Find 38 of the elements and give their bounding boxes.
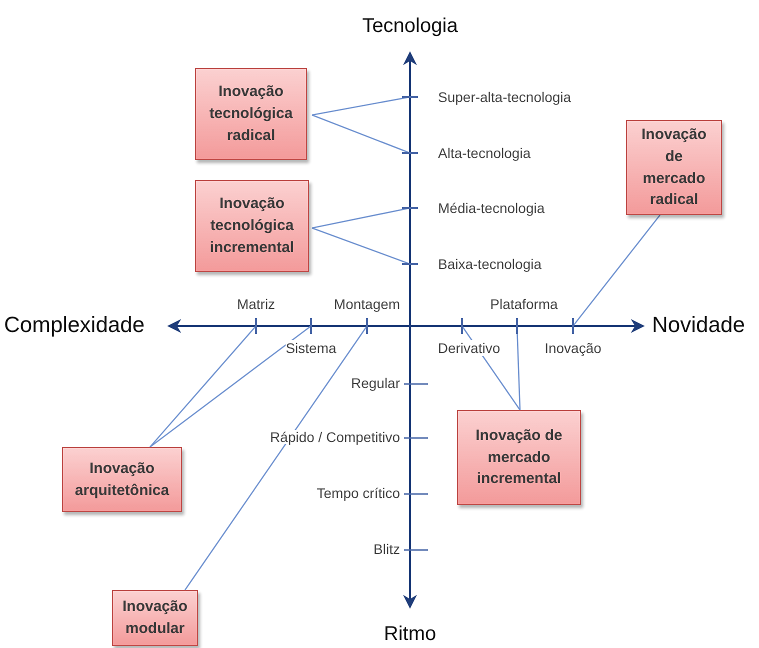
- tick-mark: [255, 318, 257, 334]
- innovation-box: Inovação de mercado incremental: [457, 410, 581, 505]
- tick-mark: [402, 207, 418, 209]
- axis-title: Tecnologia: [362, 16, 458, 36]
- tick-label: Regular: [350, 376, 400, 390]
- tick-mark: [461, 318, 463, 334]
- leader-line: [150, 326, 256, 448]
- tick-mark: [366, 318, 368, 334]
- leader-line: [572, 214, 661, 326]
- leader-line: [150, 325, 312, 448]
- leader-line: [312, 114, 410, 154]
- tick-label: Sistema: [286, 340, 336, 356]
- tick-label: Média-tecnologia: [438, 200, 545, 216]
- tick-mark: [516, 318, 518, 334]
- innovation-box: Inovação modular: [112, 590, 198, 646]
- innovation-box: Inovação de mercado radical: [626, 120, 722, 215]
- tick-label: Derivativo: [438, 340, 500, 356]
- innovation-box: Inovação tecnológica incremental: [195, 180, 309, 272]
- axis-title: Complexidade: [4, 314, 145, 336]
- tick-mark: [402, 152, 418, 154]
- tick-label: Montagem: [334, 296, 400, 312]
- innovation-box: Inovação tecnológica radical: [195, 68, 307, 160]
- tick-mark: [310, 318, 312, 334]
- tick-mark: [402, 96, 418, 98]
- tick-mark: [572, 318, 574, 334]
- tick-label: Super-alta-tecnologia: [438, 89, 572, 105]
- tick-label: Alta-tecnologia: [438, 145, 531, 161]
- tick-label: Baixa-tecnologia: [438, 256, 542, 272]
- tick-label: Tempo crítico: [316, 486, 400, 500]
- tick-label: Plataforma: [490, 296, 558, 312]
- tick-label: Rápido / Competitivo: [270, 430, 400, 444]
- leader-line: [312, 227, 410, 265]
- tick-mark: [402, 263, 418, 265]
- innovation-box: Inovação arquitetônica: [62, 447, 182, 512]
- tick-label: Inovação: [544, 340, 602, 356]
- leader-line: [184, 326, 368, 590]
- tick-label: Matriz: [236, 296, 276, 312]
- tick-label: Blitz: [374, 542, 400, 556]
